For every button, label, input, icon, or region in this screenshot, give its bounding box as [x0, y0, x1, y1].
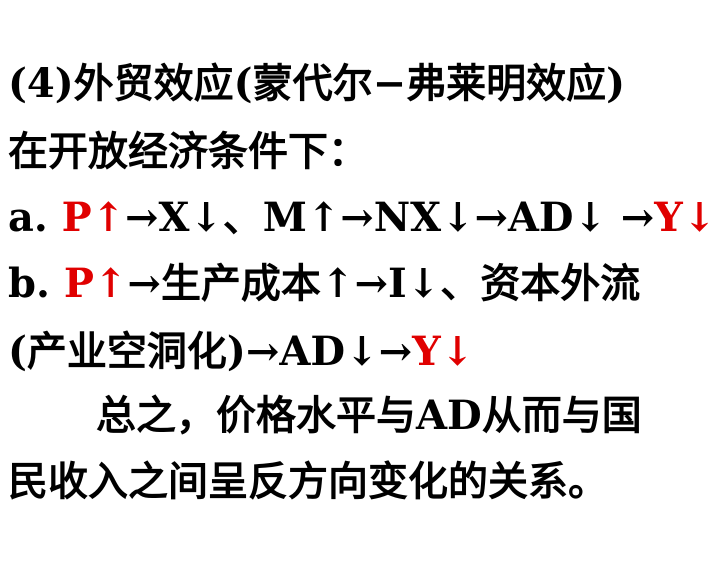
summary-text-2: 民收入之间呈反方向变化的关系。 [8, 458, 608, 505]
summary-text-1: 总之，价格水平与AD从而与国 [96, 392, 642, 439]
item-b-price-up: P↑ [63, 260, 128, 307]
item-b-label: b. [8, 260, 64, 307]
item-a-label: a. [8, 194, 62, 241]
item-b-continuation-text: (产业空洞化)→AD↓→ [8, 328, 413, 375]
heading-text: (4)外贸效应(蒙代尔−弗莱明效应) [8, 60, 626, 107]
summary-line-2: 民收入之间呈反方向变化的关系。 [8, 450, 608, 514]
intro-line: 在开放经济条件下： [8, 120, 368, 184]
item-b-chain: →生产成本↑→I↓、资本外流 [127, 260, 641, 307]
item-b-continuation-line: (产业空洞化)→AD↓→Y↓ [8, 320, 474, 384]
item-a-price-up: P↑ [61, 194, 126, 241]
item-a-output-down: Y↓ [654, 194, 717, 241]
item-a-line: a. P↑→X↓、M↑→NX↓→AD↓ →Y↓ [8, 186, 716, 250]
summary-line-1: 总之，价格水平与AD从而与国 [96, 384, 642, 448]
heading-line: (4)外贸效应(蒙代尔−弗莱明效应) [8, 52, 625, 116]
intro-text: 在开放经济条件下： [8, 128, 368, 175]
item-a-chain: →X↓、M↑→NX↓→AD↓ → [125, 194, 655, 241]
item-b-output-down: Y↓ [412, 328, 475, 375]
item-b-line: b. P↑→生产成本↑→I↓、资本外流 [8, 252, 640, 316]
